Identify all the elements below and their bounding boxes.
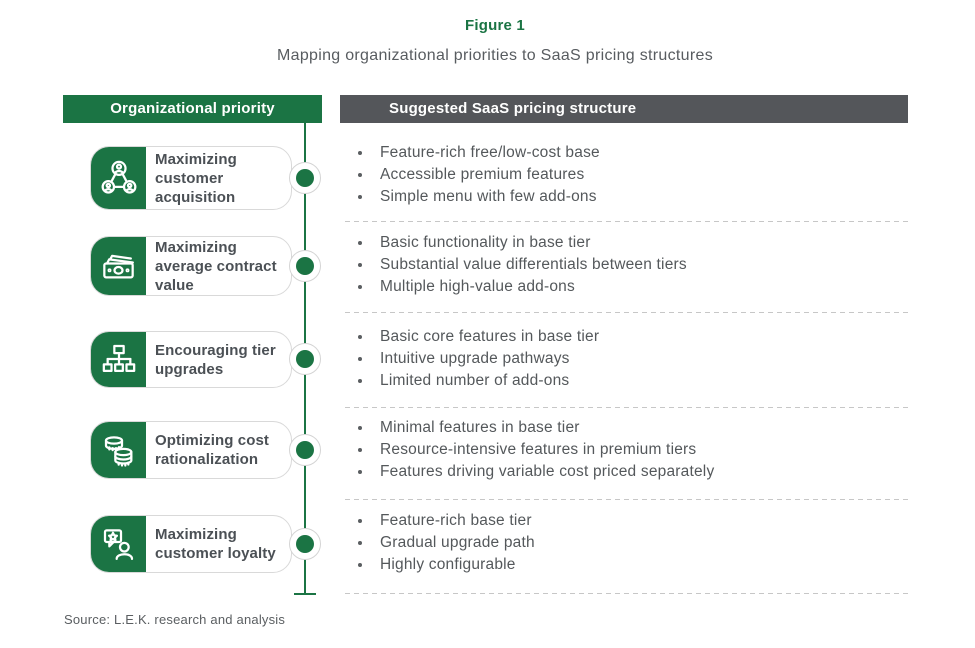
list-item: Gradual upgrade path <box>345 532 905 554</box>
row-separator <box>345 499 908 500</box>
pricing-structure-list: Feature-rich free/low-cost base Accessib… <box>345 142 905 208</box>
priority-pill-tier-upgrades: Encouraging tier upgrades <box>90 331 292 388</box>
list-item: Basic core features in base tier <box>345 326 905 348</box>
people-network-icon <box>91 147 146 209</box>
list-item: Substantial value differentials between … <box>345 254 905 276</box>
list-item: Simple menu with few add-ons <box>345 186 905 208</box>
priority-label: Maximizing average contract value <box>155 238 277 294</box>
priority-pill-cost-rationalization: Optimizing cost rationalization <box>90 421 292 479</box>
timeline-end-cap <box>294 593 316 595</box>
pricing-structure-list: Basic functionality in base tier Substan… <box>345 232 905 298</box>
priority-label: Encouraging tier upgrades <box>155 341 276 378</box>
connector-node-dot <box>296 535 314 553</box>
list-item: Multiple high-value add-ons <box>345 276 905 298</box>
list-item: Minimal features in base tier <box>345 417 905 439</box>
list-item: Limited number of add-ons <box>345 370 905 392</box>
right-column-header: Suggested SaaS pricing structure <box>340 95 908 123</box>
figure-label: Figure 1 <box>465 17 525 34</box>
list-item: Resource-intensive features in premium t… <box>345 439 905 461</box>
priority-label: Maximizing customer acquisition <box>155 150 237 206</box>
connector-node-dot <box>296 350 314 368</box>
list-item: Features driving variable cost priced se… <box>345 461 905 483</box>
list-item: Feature-rich base tier <box>345 510 905 532</box>
row-separator <box>345 407 908 408</box>
banknotes-icon <box>91 237 146 295</box>
list-item: Highly configurable <box>345 554 905 576</box>
list-item: Feature-rich free/low-cost base <box>345 142 905 164</box>
list-item: Accessible premium features <box>345 164 905 186</box>
list-item: Basic functionality in base tier <box>345 232 905 254</box>
figure-subtitle: Mapping organizational priorities to Saa… <box>277 47 713 64</box>
tier-hierarchy-icon <box>91 332 146 387</box>
list-item: Intuitive upgrade pathways <box>345 348 905 370</box>
left-column-header: Organizational priority <box>63 95 322 123</box>
connector-node-dot <box>296 169 314 187</box>
source-note: Source: L.E.K. research and analysis <box>64 612 286 627</box>
priority-label: Maximizing customer loyalty <box>155 526 276 562</box>
pricing-structure-list: Minimal features in base tier Resource-i… <box>345 417 905 483</box>
customer-feedback-icon <box>91 516 146 572</box>
row-separator <box>345 593 908 594</box>
priority-pill-customer-acquisition: Maximizing customer acquisition <box>90 146 292 210</box>
pricing-structure-list: Feature-rich base tier Gradual upgrade p… <box>345 510 905 576</box>
coin-stacks-icon <box>91 422 146 478</box>
priority-pill-customer-loyalty: Maximizing customer loyalty <box>90 515 292 573</box>
priority-pill-contract-value: Maximizing average contract value <box>90 236 292 296</box>
priority-label: Optimizing cost rationalization <box>155 432 269 468</box>
row-separator <box>345 312 908 313</box>
pricing-structure-list: Basic core features in base tier Intuiti… <box>345 326 905 392</box>
row-separator <box>345 221 908 222</box>
connector-node-dot <box>296 441 314 459</box>
connector-node-dot <box>296 257 314 275</box>
